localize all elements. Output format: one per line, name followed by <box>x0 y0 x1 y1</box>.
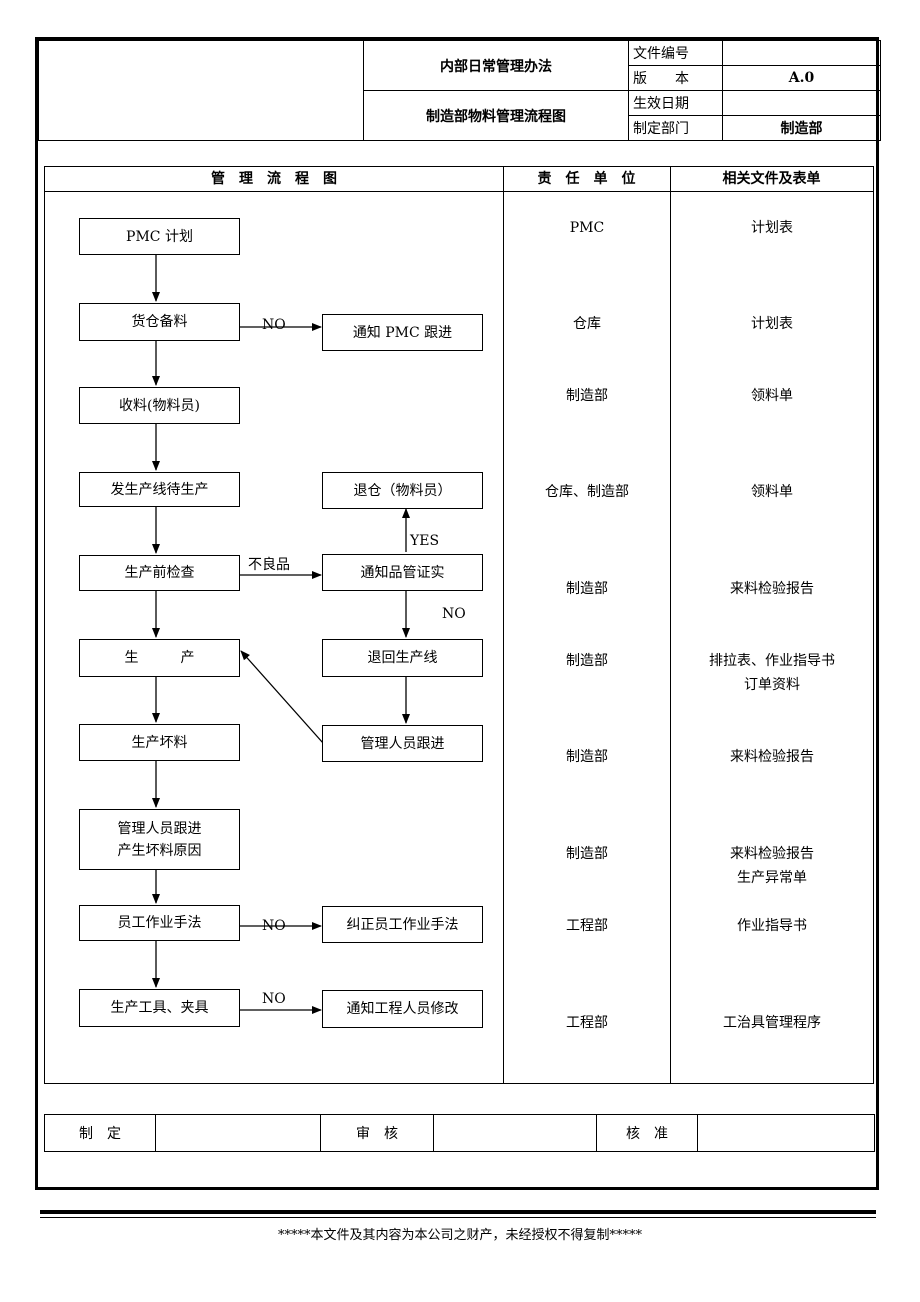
flow-node-pmc-plan: PMC 计划 <box>79 218 240 255</box>
docs-row-4: 领料单 <box>751 484 793 500</box>
flow-node-return-warehouse: 退仓（物料员） <box>322 472 483 509</box>
column-header-unit: 责 任 单 位 <box>537 171 636 187</box>
flow-node-production-defect: 生产坏料 <box>79 724 240 761</box>
arrow-r7-n6 <box>240 650 324 744</box>
unit-row-5: 制造部 <box>566 581 608 597</box>
flow-node-receive-material: 收料(物料员) <box>79 387 240 424</box>
flow-node-notify-engineering: 通知工程人员修改 <box>322 990 483 1028</box>
edge-label-no-1: NO <box>262 317 286 333</box>
docs-row-9: 作业指导书 <box>737 918 807 934</box>
unit-row-6: 制造部 <box>566 653 608 669</box>
signoff-label-approve: 核 准 <box>596 1114 698 1152</box>
flow-connectors <box>152 255 410 1014</box>
field-value-department: 制造部 <box>722 115 881 141</box>
footer-rule-thin <box>40 1217 876 1218</box>
flow-node-correct-method: 纠正员工作业手法 <box>322 906 483 943</box>
field-label-doc-no: 文件编号 <box>628 40 723 66</box>
edge-label-yes: YES <box>410 533 440 549</box>
column-divider-2 <box>670 167 671 1083</box>
column-header-flow: 管 理 流 程 图 <box>211 171 337 187</box>
flow-table: 管 理 流 程 图 责 任 单 位 相关文件及表单 <box>44 166 874 1084</box>
field-label-version: 版 本 <box>628 65 723 91</box>
flow-node-warehouse-prep: 货仓备料 <box>79 303 240 341</box>
unit-row-4: 仓库、制造部 <box>545 484 629 500</box>
field-value-version: A.0 <box>722 65 881 91</box>
signoff-field-make[interactable] <box>155 1114 321 1152</box>
flow-node-issue-to-line: 发生产线待生产 <box>79 472 240 507</box>
unit-row-7: 制造部 <box>566 749 608 765</box>
header-divider <box>45 191 873 192</box>
unit-row-8: 制造部 <box>566 846 608 862</box>
field-label-department: 制定部门 <box>628 115 723 141</box>
document-subtitle: 制造部物料管理流程图 <box>363 90 629 141</box>
docs-row-7: 来料检验报告 <box>730 749 814 765</box>
flow-node-pre-production-check: 生产前检查 <box>79 555 240 591</box>
docs-row-5: 来料检验报告 <box>730 581 814 597</box>
column-header-docs: 相关文件及表单 <box>722 171 821 187</box>
edge-label-no-3: NO <box>262 918 286 934</box>
unit-row-10: 工程部 <box>566 1015 608 1031</box>
signoff-label-review: 审 核 <box>320 1114 434 1152</box>
field-value-effective-date <box>722 90 881 116</box>
flow-node-return-to-line: 退回生产线 <box>322 639 483 677</box>
docs-row-1: 计划表 <box>751 220 793 236</box>
field-value-doc-no <box>722 40 881 66</box>
unit-row-9: 工程部 <box>566 918 608 934</box>
flow-node-tools-fixtures: 生产工具、夹具 <box>79 989 240 1027</box>
unit-row-1: PMC <box>569 220 605 236</box>
document-frame <box>35 37 879 1190</box>
header-table: 内部日常管理办法 文件编号 版 本 A.0 制造部物料管理流程图 生效日期 制定… <box>38 40 881 141</box>
footer-rule-thick <box>40 1210 876 1214</box>
flow-node-operator-method: 员工作业手法 <box>79 905 240 941</box>
flow-node-production: 生 产 <box>79 639 240 677</box>
flow-node-manager-followup: 管理人员跟进 <box>322 725 483 762</box>
document-title: 内部日常管理办法 <box>363 40 629 91</box>
edge-label-no-4: NO <box>262 991 286 1007</box>
signoff-label-make: 制 定 <box>44 1114 156 1152</box>
docs-row-2: 计划表 <box>751 316 793 332</box>
header-logo-cell <box>38 40 364 141</box>
docs-row-10: 工治具管理程序 <box>723 1015 821 1031</box>
signoff-table: 制 定 审 核 核 准 <box>44 1114 875 1152</box>
docs-row-8: 来料检验报告 生产异常单 <box>730 846 814 886</box>
signoff-field-review[interactable] <box>433 1114 597 1152</box>
signoff-field-approve[interactable] <box>697 1114 875 1152</box>
flow-node-notify-pmc: 通知 PMC 跟进 <box>322 314 483 351</box>
unit-row-2: 仓库 <box>573 316 601 332</box>
flow-node-investigate-cause: 管理人员跟进 产生坏料原因 <box>79 809 240 870</box>
field-label-effective-date: 生效日期 <box>628 90 723 116</box>
edge-label-defective: 不良品 <box>248 557 290 573</box>
confidentiality-notice: *****本文件及其内容为本公司之财产，未经授权不得复制***** <box>277 1228 642 1243</box>
docs-row-3: 领料单 <box>751 388 793 404</box>
flow-node-notify-qc: 通知品管证实 <box>322 554 483 591</box>
column-divider-1 <box>503 167 504 1083</box>
unit-row-3: 制造部 <box>566 388 608 404</box>
edge-label-no-2: NO <box>442 606 466 622</box>
docs-row-6: 排拉表、作业指导书 订单资料 <box>709 653 835 693</box>
